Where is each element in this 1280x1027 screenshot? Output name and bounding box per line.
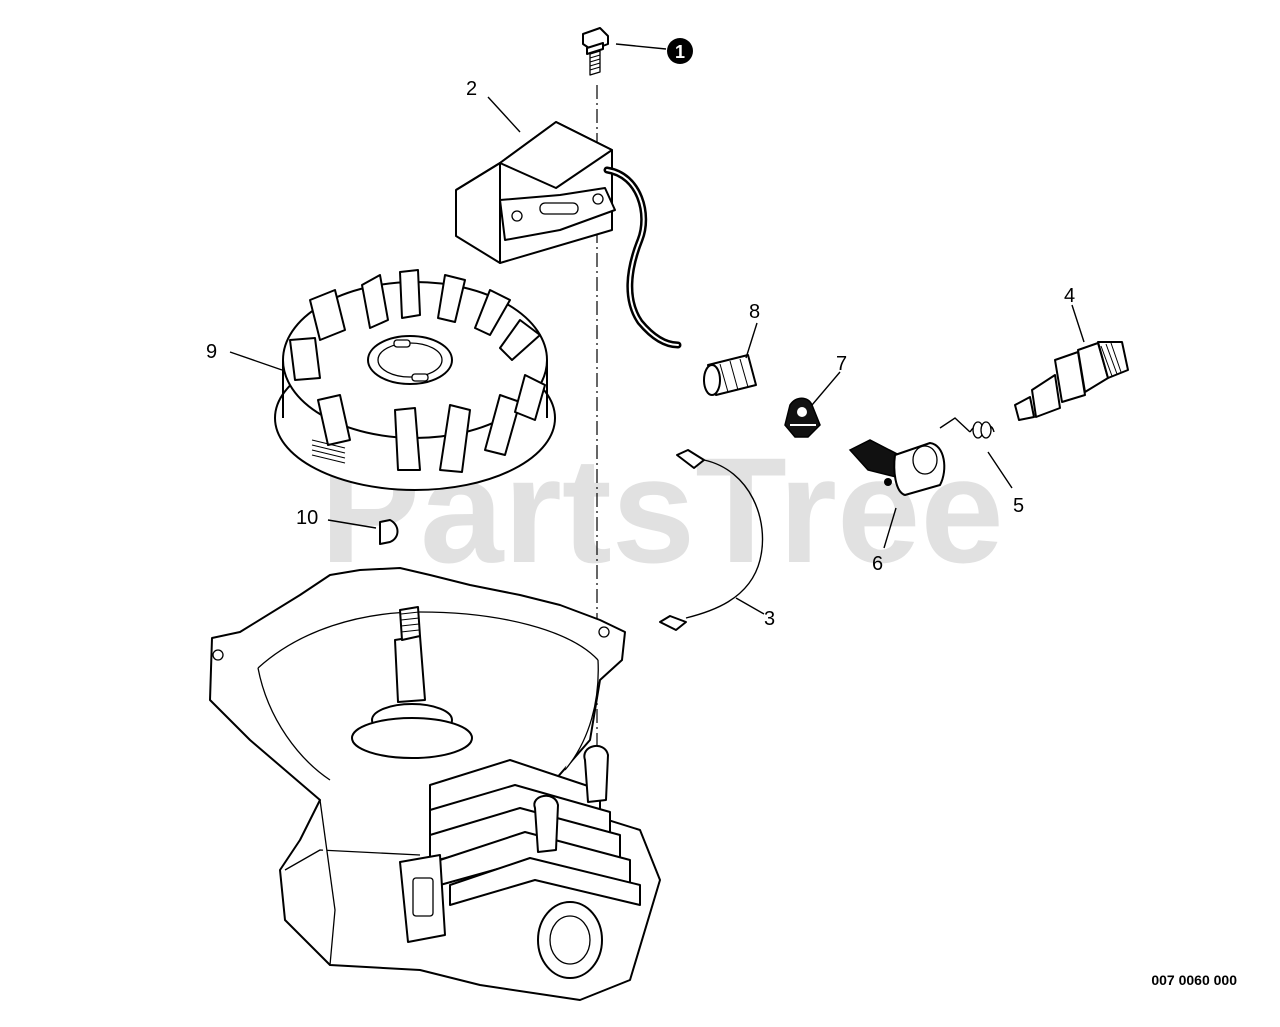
flywheel-key-part[interactable] — [379, 519, 399, 545]
callout-3-label: 3 — [764, 608, 775, 630]
callout-1-label: 1 — [675, 42, 685, 62]
callout-4-label: 4 — [1064, 285, 1075, 307]
engine-block-drawing — [209, 567, 661, 1001]
callout-1-badge — [667, 38, 693, 64]
callout-10-label: 10 — [296, 507, 318, 529]
callout-7-label: 7 — [836, 353, 847, 375]
callout-8-label: 8 — [749, 301, 760, 323]
callout-6-label: 6 — [872, 553, 883, 575]
clip-part[interactable] — [784, 397, 821, 438]
callout-5-label: 5 — [1013, 495, 1024, 517]
plug-cap-part[interactable] — [848, 439, 946, 496]
ground-wire-part[interactable] — [659, 449, 764, 631]
screw-part[interactable] — [582, 27, 609, 76]
drawing-code: 007 0060 000 — [1151, 972, 1237, 988]
callout-9-label: 9 — [206, 341, 217, 363]
callout-2-label: 2 — [466, 78, 477, 100]
spark-plug-part[interactable] — [1014, 341, 1129, 421]
flywheel-part[interactable] — [274, 269, 556, 491]
spring-part[interactable] — [939, 417, 995, 439]
ignition-coil-part[interactable] — [455, 121, 682, 349]
sleeve-part[interactable] — [703, 354, 757, 396]
